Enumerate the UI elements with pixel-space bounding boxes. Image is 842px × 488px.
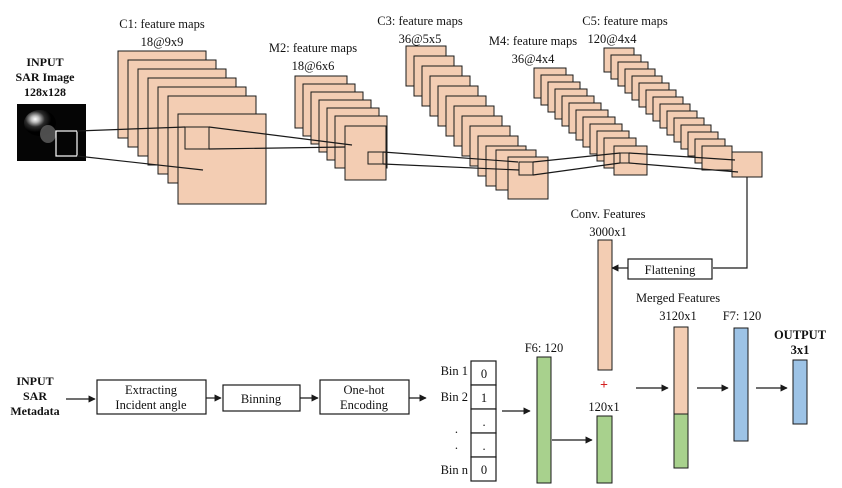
flattening-box: [627, 258, 713, 280]
merged-meta-part: [673, 413, 689, 469]
merged-conv-part: [673, 326, 689, 415]
f7-label: F7: 120: [723, 309, 762, 323]
input-image-label-line2: SAR Image: [16, 70, 76, 84]
output-dims: 3x1: [791, 343, 810, 357]
bin-value: 0: [481, 367, 487, 381]
bin-label: .: [455, 438, 458, 452]
c5-label: C5: feature maps 120@4x4: [582, 14, 668, 46]
flattening-label: Flattening: [645, 263, 696, 277]
sar-image: [17, 104, 86, 161]
bins-values: 0 1 . . 0: [481, 367, 487, 477]
receptive-field-lines: [76, 126, 739, 176]
f7-layer: [733, 327, 749, 442]
f6-label: F6: 120: [525, 341, 564, 355]
bin-value: .: [482, 439, 485, 453]
metadata-vector-label: 120x1: [588, 400, 619, 414]
onehot-box: [319, 379, 410, 415]
f6-layer: [536, 356, 552, 484]
c1-label: C1: feature maps 18@9x9: [119, 17, 205, 49]
bin-label: .: [455, 422, 458, 436]
onehot-line2: Encoding: [340, 398, 389, 412]
input-metadata-label: INPUT SAR Metadata: [10, 374, 59, 418]
sar-image-patch: [55, 130, 78, 157]
c3-label: C3: feature maps 36@5x5: [377, 14, 463, 46]
conv-features-label: Conv. Features 3000x1: [571, 207, 646, 239]
bins-labels: Bin 1 Bin 2 . . Bin n: [441, 364, 469, 477]
merged-dims: 3120x1: [659, 309, 697, 323]
m4-dims: 36@4x4: [512, 52, 556, 66]
conv-features-dims: 3000x1: [589, 225, 627, 239]
c1-dims: 18@9x9: [141, 35, 184, 49]
c3-title: C3: feature maps: [377, 14, 463, 28]
input-metadata-line1: INPUT: [16, 374, 53, 388]
input-image-label: INPUT SAR Image 128x128: [16, 55, 76, 99]
bin-label: Bin 2: [441, 390, 468, 404]
bins-vector: [470, 360, 497, 482]
bin-value: .: [482, 415, 485, 429]
merged-title: Merged Features: [636, 291, 720, 305]
c5-feature-maps: [603, 47, 763, 178]
c1-feature-maps: [117, 50, 267, 205]
bin-label: Bin n: [441, 463, 469, 477]
m4-label: M4: feature maps 36@4x4: [489, 34, 577, 66]
m4-feature-maps: [533, 67, 648, 176]
c5-dims: 120@4x4: [587, 32, 637, 46]
m2-dims: 18@6x6: [292, 59, 335, 73]
m2-label: M2: feature maps 18@6x6: [269, 41, 357, 73]
bin-value: 0: [481, 463, 487, 477]
m2-title: M2: feature maps: [269, 41, 357, 55]
flatten-connector: [713, 177, 748, 269]
merge-plus: +: [600, 378, 608, 393]
output-layer: [792, 359, 808, 425]
merged-label: Merged Features 3120x1: [636, 291, 720, 323]
input-metadata-line2: SAR: [23, 389, 47, 403]
input-image-label-line3: 128x128: [24, 85, 66, 99]
bin-label: Bin 1: [441, 364, 468, 378]
m2-feature-maps: [294, 75, 388, 181]
input-image-label-line1: INPUT: [26, 55, 63, 69]
conv-features-title: Conv. Features: [571, 207, 646, 221]
output-title: OUTPUT: [774, 328, 827, 342]
extract-line2: Incident angle: [115, 398, 187, 412]
output-label: OUTPUT 3x1: [774, 328, 827, 357]
input-metadata-line3: Metadata: [10, 404, 59, 418]
c3-feature-maps: [405, 45, 549, 200]
c1-title: C1: feature maps: [119, 17, 205, 31]
binning-label: Binning: [241, 392, 282, 406]
c3-dims: 36@5x5: [399, 32, 442, 46]
bin-value: 1: [481, 391, 487, 405]
m4-title: M4: feature maps: [489, 34, 577, 48]
conv-features-vector: [597, 239, 613, 371]
metadata-vector: [596, 415, 613, 484]
onehot-line1: One-hot: [344, 383, 385, 397]
extract-line1: Extracting: [125, 383, 178, 397]
c5-title: C5: feature maps: [582, 14, 668, 28]
extract-box: [96, 379, 207, 415]
